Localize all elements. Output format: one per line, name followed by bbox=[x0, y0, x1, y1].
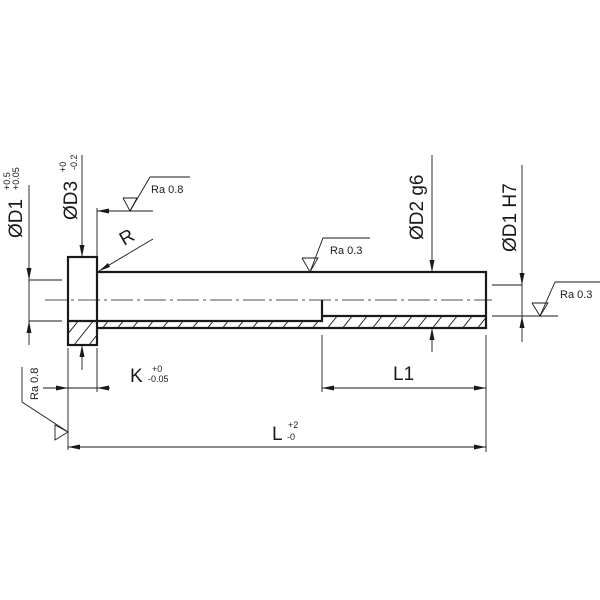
hatch-line bbox=[249, 316, 283, 345]
hatch-line bbox=[204, 316, 238, 345]
l-tol-upper: +2 bbox=[288, 420, 298, 430]
hatch-line bbox=[114, 316, 148, 345]
surface-finish-head-end: Ra 0.8 bbox=[21, 367, 69, 441]
dim-l1: L1 bbox=[321, 335, 486, 392]
surface-finish-bore: Ra 0.3 bbox=[531, 281, 600, 317]
dim-d3: ØD3 +0 -0.2 bbox=[58, 154, 85, 370]
d1-head-tol-lower: +0.05 bbox=[11, 167, 21, 190]
hatch-line bbox=[264, 316, 298, 345]
d3-label: ØD3 bbox=[61, 181, 82, 220]
hatch-line bbox=[99, 316, 133, 345]
radius-label: R bbox=[116, 225, 138, 250]
d1-head-label: ØD1 bbox=[6, 199, 27, 238]
hatch-line bbox=[129, 316, 163, 345]
hatch-line bbox=[219, 316, 253, 345]
bore-step bbox=[68, 300, 324, 323]
hatch-line bbox=[189, 316, 223, 345]
surface-finish-head-face: Ra 0.8 bbox=[96, 176, 190, 270]
hatch-line bbox=[144, 316, 178, 345]
hatch-line bbox=[159, 316, 193, 345]
dim-d1-bore: ØD1 H7 bbox=[492, 165, 558, 342]
surface-finish-shaft: Ra 0.3 bbox=[301, 237, 370, 273]
k-label: K bbox=[130, 366, 143, 387]
d3-tol-lower: -0.2 bbox=[69, 154, 79, 170]
hatch-line bbox=[279, 316, 313, 345]
ra-bore-label: Ra 0.3 bbox=[560, 289, 592, 301]
d3-tol-upper: +0 bbox=[58, 162, 68, 172]
ra-shaft-label: Ra 0.3 bbox=[330, 245, 362, 257]
l-tol-lower: -0 bbox=[287, 432, 295, 442]
dim-l: L +2 -0 bbox=[68, 335, 487, 452]
ra-head-face-label: Ra 0.8 bbox=[151, 184, 183, 196]
d1-bore-label: ØD1 H7 bbox=[500, 183, 521, 252]
l1-label: L1 bbox=[393, 364, 414, 385]
k-tol-lower: -0.05 bbox=[148, 374, 169, 384]
d1-head-tol-upper: +0.5 bbox=[2, 172, 12, 190]
hatch-line bbox=[174, 316, 208, 345]
l-label: L bbox=[272, 424, 283, 445]
dim-d1-head: ØD1 +0.5 +0.05 bbox=[2, 167, 62, 345]
dim-d2: ØD2 g6 bbox=[407, 155, 435, 352]
dim-radius: R bbox=[98, 225, 154, 272]
hatch-line bbox=[234, 316, 268, 345]
part-outline bbox=[45, 255, 492, 347]
dim-k: K +0 -0.05 bbox=[43, 348, 169, 450]
sleeve-head bbox=[66, 255, 99, 347]
k-tol-upper: +0 bbox=[152, 364, 162, 374]
d2-label: ØD2 g6 bbox=[407, 175, 428, 240]
ra-head-end-label: Ra 0.8 bbox=[29, 368, 41, 400]
